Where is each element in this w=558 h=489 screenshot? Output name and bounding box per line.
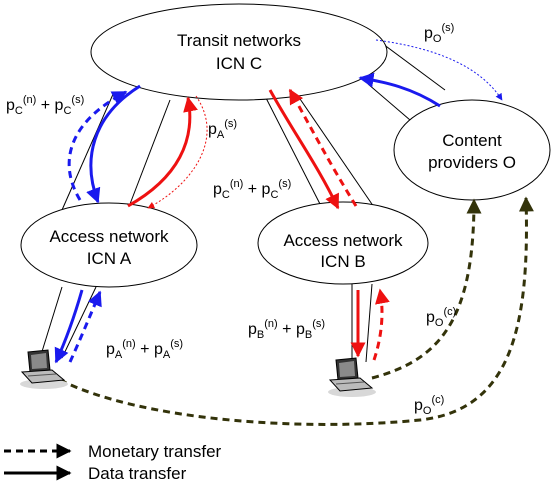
- link-laptopb-accessb-right: [365, 283, 373, 363]
- link-transit-accessb-left: [264, 95, 321, 205]
- arrow-red-monetary-b-to-c: [288, 88, 358, 207]
- arrow-blue-monetary-a-to-c: [67, 90, 128, 201]
- access-network-a-node: [20, 202, 198, 288]
- arrow-blue-dotted-po-s: [375, 39, 503, 101]
- arrow-red-data-a-to-c: [127, 96, 198, 208]
- price-pb-sum: pB(n) + pB(s): [248, 318, 325, 341]
- content-providers-node: [393, 99, 551, 201]
- arrow-blue-data-a-to-laptop: [54, 289, 84, 364]
- arrow-blue-data-c-to-a: [86, 84, 141, 204]
- price-pa-s: pA(s): [208, 118, 237, 141]
- arrow-red-dotted-pa-s: [147, 95, 208, 209]
- physical-links: [39, 37, 446, 363]
- price-pa-sum: pA(n) + pA(s): [106, 338, 183, 361]
- price-po-c-b: pO(c): [426, 306, 456, 329]
- price-po-s: pO(s): [424, 22, 454, 45]
- arrow-blue-data-o-to-c: [358, 72, 441, 108]
- legend: Monetary transfer Data transfer: [4, 442, 222, 483]
- transit-network-node: [90, 3, 388, 101]
- access-b-label-line2: ICN B: [320, 252, 365, 271]
- content-label-line2: providers O: [428, 153, 516, 172]
- link-transit-accessa-left: [61, 91, 115, 211]
- price-pc-mid: pC(n) + pC(s): [213, 178, 291, 201]
- price-po-c-a: pO(c): [414, 394, 444, 417]
- arrow-red-data-c-to-b: [268, 89, 340, 210]
- link-transit-accessb-right: [297, 95, 377, 211]
- price-pc-left: pC(n) + pC(s): [6, 94, 84, 117]
- link-transit-accessa-right: [129, 99, 171, 205]
- access-a-label-line1: Access network: [49, 227, 169, 246]
- arrow-olive-monetary-laptopa-to-o: [59, 196, 534, 426]
- link-laptopa-accessa-left: [39, 286, 63, 359]
- access-a-label-line2: ICN A: [87, 249, 132, 268]
- access-b-label-line1: Access network: [283, 231, 403, 250]
- arrow-blue-monetary-laptop-to-a: [68, 290, 102, 363]
- laptop-icon: [328, 357, 376, 397]
- access-network-b-node: [257, 201, 429, 285]
- transit-label-line1: Transit networks: [177, 31, 301, 50]
- arrow-olive-monetary-laptopb-to-o: [371, 198, 482, 380]
- laptop-icon: [20, 349, 68, 389]
- content-label-line1: Content: [442, 131, 502, 150]
- legend-data-label: Data transfer: [88, 464, 187, 483]
- arrow-red-monetary-laptop-to-b: [372, 288, 390, 361]
- link-transit-content-top: [374, 37, 446, 91]
- transit-label-line2: ICN C: [216, 54, 262, 73]
- legend-monetary-label: Monetary transfer: [88, 442, 222, 461]
